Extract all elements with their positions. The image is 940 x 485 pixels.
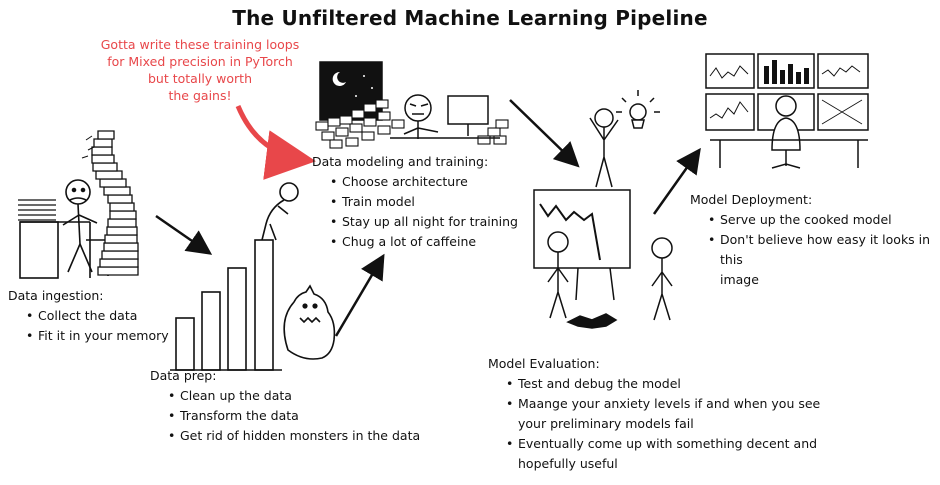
stage-heading: Model Evaluation: xyxy=(488,356,600,371)
arrow-training-to-evaluation xyxy=(509,99,580,168)
list-item: Get rid of hidden monsters in the data xyxy=(168,426,420,446)
stage-items: Clean up the data Transform the data Get… xyxy=(150,386,420,446)
list-item: Collect the data xyxy=(26,306,169,326)
deployment-illustration xyxy=(705,53,869,169)
list-item: Stay up all night for training xyxy=(330,212,518,232)
list-item: Clean up the data xyxy=(168,386,420,406)
list-item: Don't believe how easy it looks in this xyxy=(708,230,940,270)
stage-items: Choose architecture Train model Stay up … xyxy=(312,172,518,252)
stage-model-evaluation: Model Evaluation: Test and debug the mod… xyxy=(488,354,820,474)
list-item: Choose architecture xyxy=(330,172,518,192)
flow-arrows xyxy=(155,99,701,337)
stage-model-deployment: Model Deployment: Serve up the cooked mo… xyxy=(690,190,940,290)
training-illustration xyxy=(315,61,509,149)
list-item: Chug a lot of caffeine xyxy=(330,232,518,252)
stage-data-modeling-training: Data modeling and training: Choose archi… xyxy=(312,152,518,252)
list-item-continued: image xyxy=(720,272,759,287)
list-item: Transform the data xyxy=(168,406,420,426)
stage-heading: Data prep: xyxy=(150,368,217,383)
stage-data-ingestion: Data ingestion: Collect the data Fit it … xyxy=(8,286,169,346)
stage-heading: Data ingestion: xyxy=(8,288,104,303)
list-item: Fit it in your memory xyxy=(26,326,169,346)
stage-items: Collect the data Fit it in your memory xyxy=(8,306,169,346)
arrow-ingestion-to-prep xyxy=(155,214,213,255)
list-item: Train model xyxy=(330,192,518,212)
list-item: Eventually come up with something decent… xyxy=(506,434,820,454)
list-item-continued: your preliminary models fail xyxy=(518,416,694,431)
arrow-evaluation-to-deployment xyxy=(652,147,701,215)
stage-data-prep: Data prep: Clean up the data Transform t… xyxy=(150,366,420,446)
mixed-precision-note: Gotta write these training loops for Mix… xyxy=(100,37,300,103)
page-title: The Unfiltered Machine Learning Pipeline xyxy=(232,6,708,30)
list-item: Maange your anxiety levels if and when y… xyxy=(506,394,820,414)
stage-items: Test and debug the model Maange your anx… xyxy=(488,374,820,474)
list-item: Serve up the cooked model xyxy=(708,210,940,230)
stage-heading: Model Deployment: xyxy=(690,192,813,207)
stage-heading: Data modeling and training: xyxy=(312,154,489,169)
evaluation-illustration xyxy=(533,90,673,329)
list-item-continued: hopefully useful xyxy=(518,456,618,471)
stage-items: Serve up the cooked model Don't believe … xyxy=(690,210,940,290)
note-arrow xyxy=(235,105,316,180)
prep-illustration xyxy=(170,182,336,371)
list-item: Test and debug the model xyxy=(506,374,820,394)
ingestion-illustration xyxy=(18,130,139,279)
arrow-prep-to-training xyxy=(334,253,385,337)
